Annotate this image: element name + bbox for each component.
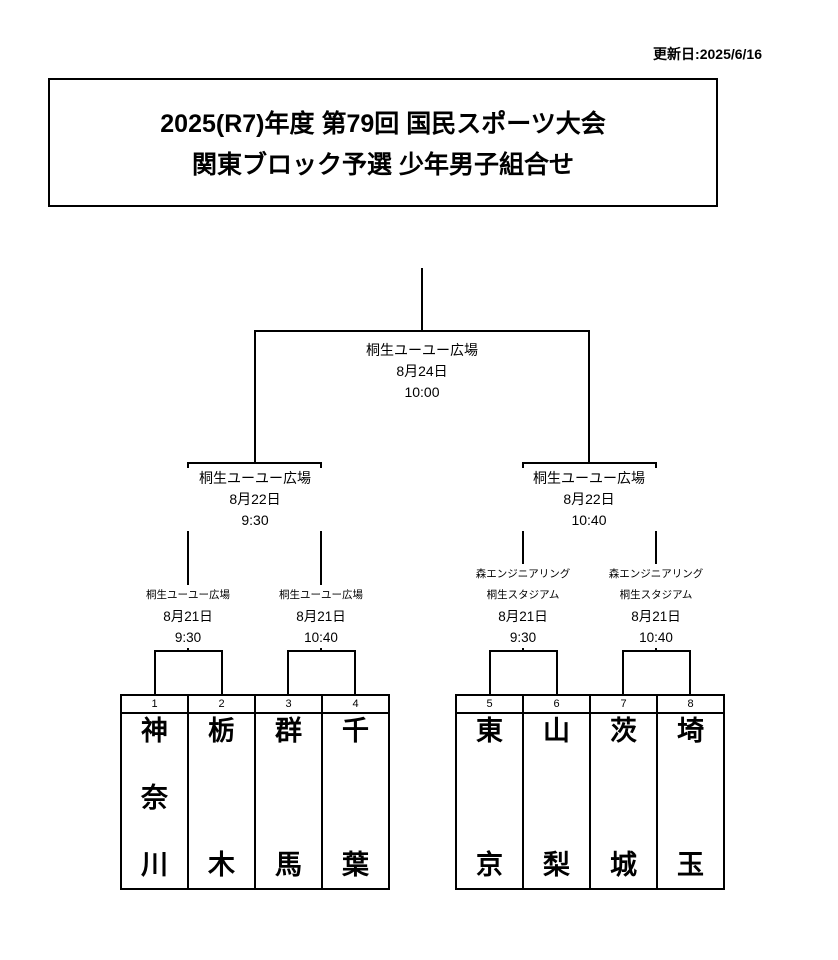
bracket-line-qf3-stem — [522, 462, 524, 652]
bracket-line-semi-right — [522, 462, 657, 464]
quarterfinal-1-label: 桐生ユーユー広場 8月21日 9:30 — [128, 585, 248, 648]
team-box-right: 5 東京 6 山梨 7 茨城 8 埼玉 — [455, 694, 725, 890]
title-box: 2025(R7)年度 第79回 国民スポーツ大会 関東ブロック予選 少年男子組合… — [48, 78, 718, 207]
bracket-drop-team-8 — [689, 650, 691, 696]
quarterfinal-3-venue-line-1: 森エンジニアリング — [475, 568, 571, 580]
bracket-drop-team-5 — [489, 650, 491, 696]
team-seed: 3 — [256, 696, 321, 714]
bracket-line-qf1-stem — [187, 462, 189, 652]
semifinal-left-time: 9:30 — [241, 512, 269, 528]
final-venue: 桐生ユーユー広場 — [366, 342, 478, 358]
team-box-left: 1 神奈川 2 栃木 3 群馬 4 千葉 — [120, 694, 390, 890]
bracket-line-semi-left — [187, 462, 322, 464]
quarterfinal-2-label: 桐生ユーユー広場 8月21日 10:40 — [261, 585, 381, 648]
quarterfinal-4-venue-line-2: 桐生スタジアム — [619, 589, 693, 601]
bracket-drop-team-2 — [221, 650, 223, 696]
team-column-3: 3 群馬 — [254, 696, 321, 888]
team-name: 栃木 — [208, 716, 235, 880]
bracket-drop-team-6 — [556, 650, 558, 696]
bracket-line-semi-left-stem — [254, 330, 256, 464]
quarterfinal-1-time: 9:30 — [174, 630, 202, 645]
final-match-label: 桐生ユーユー広場 8月24日 10:00 — [332, 340, 512, 403]
title-line-1: 2025(R7)年度 第79回 国民スポーツ大会 — [160, 110, 606, 138]
bracket-line-top-stem — [421, 268, 423, 332]
team-column-2: 2 栃木 — [187, 696, 254, 888]
team-name: 東京 — [476, 716, 503, 880]
team-column-1: 1 神奈川 — [122, 696, 187, 888]
team-seed: 1 — [122, 696, 187, 714]
quarterfinal-2-time: 10:40 — [304, 630, 338, 645]
team-seed: 2 — [189, 696, 254, 714]
bracket-drop-team-3 — [287, 650, 289, 696]
quarterfinal-2-venue-line-1: 桐生ユーユー広場 — [279, 589, 363, 601]
quarterfinal-4-venue-line-1: 森エンジニアリング — [608, 568, 704, 580]
bracket-line-semi-right-stem — [588, 330, 590, 464]
bracket-drop-team-4 — [354, 650, 356, 696]
bracket-line-final — [254, 330, 590, 332]
quarterfinal-4-label: 森エンジニアリング 桐生スタジアム 8月21日 10:40 — [596, 564, 716, 648]
team-name: 山梨 — [543, 716, 570, 880]
semifinal-left-date: 8月22日 — [229, 491, 281, 507]
team-name: 千葉 — [342, 716, 369, 880]
quarterfinal-1-date: 8月21日 — [163, 609, 213, 624]
quarterfinal-3-venue-line-2: 桐生スタジアム — [486, 589, 560, 601]
bracket-line-qf2 — [287, 650, 356, 652]
team-name: 埼玉 — [677, 716, 704, 880]
quarterfinal-4-time: 10:40 — [639, 630, 673, 645]
team-seed: 7 — [591, 696, 656, 714]
semifinal-right-venue: 桐生ユーユー広場 — [533, 470, 645, 486]
bracket-line-qf4-stem — [655, 462, 657, 652]
title-line-2: 関東ブロック予選 少年男子組合せ — [192, 151, 574, 179]
final-date: 8月24日 — [396, 363, 448, 379]
team-column-5: 5 東京 — [457, 696, 522, 888]
update-date: 更新日:2025/6/16 — [653, 46, 762, 62]
team-column-6: 6 山梨 — [522, 696, 589, 888]
quarterfinal-2-date: 8月21日 — [296, 609, 346, 624]
quarterfinal-4-date: 8月21日 — [631, 609, 681, 624]
quarterfinal-3-date: 8月21日 — [498, 609, 548, 624]
bracket-drop-team-7 — [622, 650, 624, 696]
team-name: 群馬 — [275, 716, 302, 880]
bracket-line-qf4 — [622, 650, 691, 652]
team-seed: 6 — [524, 696, 589, 714]
bracket-line-qf3 — [489, 650, 558, 652]
final-time: 10:00 — [404, 384, 440, 400]
semifinal-right-time: 10:40 — [571, 512, 607, 528]
semifinal-left-venue: 桐生ユーユー広場 — [199, 470, 311, 486]
quarterfinal-3-label: 森エンジニアリング 桐生スタジアム 8月21日 9:30 — [463, 564, 583, 648]
team-seed: 4 — [323, 696, 388, 714]
semifinal-right-label: 桐生ユーユー広場 8月22日 10:40 — [509, 468, 669, 531]
team-column-8: 8 埼玉 — [656, 696, 723, 888]
semifinal-right-date: 8月22日 — [563, 491, 615, 507]
team-column-4: 4 千葉 — [321, 696, 388, 888]
quarterfinal-3-time: 9:30 — [509, 630, 537, 645]
team-seed: 5 — [457, 696, 522, 714]
quarterfinal-1-venue-line-1: 桐生ユーユー広場 — [146, 589, 230, 601]
semifinal-left-label: 桐生ユーユー広場 8月22日 9:30 — [175, 468, 335, 531]
bracket-line-qf2-stem — [320, 462, 322, 652]
bracket-line-qf1 — [154, 650, 223, 652]
team-name: 茨城 — [610, 716, 637, 880]
team-seed: 8 — [658, 696, 723, 714]
team-column-7: 7 茨城 — [589, 696, 656, 888]
team-name: 神奈川 — [141, 716, 168, 880]
bracket-drop-team-1 — [154, 650, 156, 696]
